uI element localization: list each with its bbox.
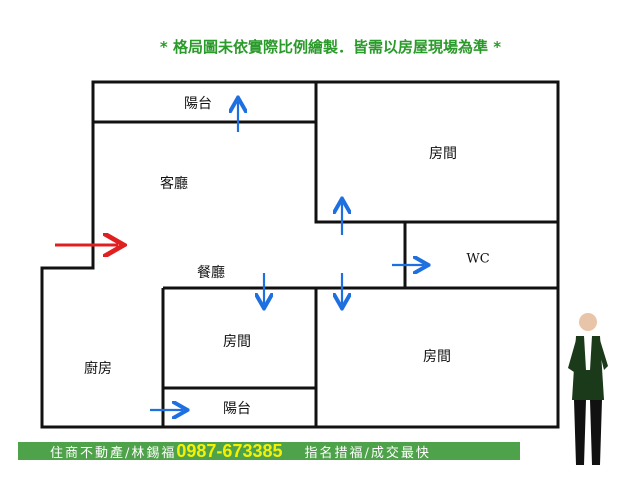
disclaimer-note: * 格局圖未依實際比例繪製．皆需以房屋現場為準 * bbox=[159, 38, 502, 56]
agent-name: 住商不動產/林錫福 bbox=[50, 445, 177, 461]
agent-photo bbox=[568, 313, 608, 465]
room-wc: WC bbox=[466, 251, 490, 267]
agent-banner: 住商不動產/林錫福 0987-673385 指名措福/成交最快 bbox=[18, 440, 520, 461]
room-bedroom-bottom-right: 房間 bbox=[423, 349, 451, 365]
agent-slogan: 指名措福/成交最快 bbox=[304, 445, 431, 461]
room-living: 客廳 bbox=[160, 176, 188, 192]
room-balcony-top: 陽台 bbox=[184, 96, 212, 112]
walls bbox=[40, 80, 560, 429]
room-kitchen: 廚房 bbox=[84, 361, 112, 377]
room-balcony-bottom: 陽台 bbox=[223, 401, 251, 417]
room-bedroom-top-right: 房間 bbox=[429, 146, 457, 162]
room-dining: 餐廳 bbox=[197, 265, 225, 281]
agent-phone: 0987-673385 bbox=[176, 440, 283, 461]
room-bedroom-bottom-left: 房間 bbox=[223, 334, 251, 350]
